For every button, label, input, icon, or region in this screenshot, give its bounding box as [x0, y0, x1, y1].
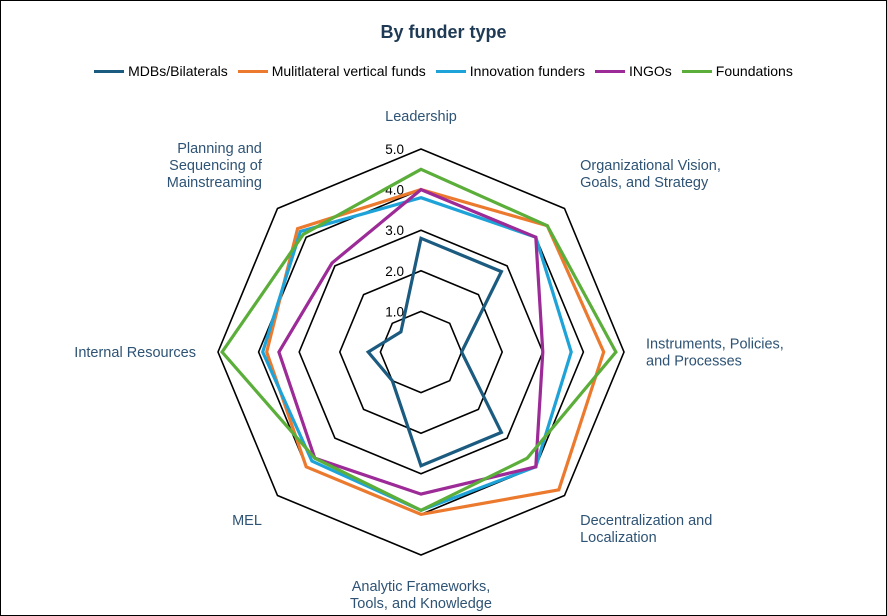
axis-label: Leadership: [385, 109, 457, 125]
axis-label: MEL: [232, 513, 262, 529]
grid-ring: [338, 269, 504, 435]
legend-item: INGOs: [595, 63, 672, 79]
series-line: [220, 167, 618, 513]
grid-ring: [379, 310, 463, 394]
axis-label-line: Tools, and Knowledge: [350, 596, 492, 612]
tick-label: 3.0: [385, 223, 404, 238]
axis-label-line: Localization: [580, 530, 657, 546]
axis-label: Instruments, Policies,and Processes: [646, 337, 784, 370]
grid-ring: [217, 148, 625, 556]
axis-label-line: Planning and: [177, 141, 262, 157]
axis-label-line: Goals, and Strategy: [580, 175, 709, 191]
tick-label: 5.0: [385, 142, 404, 157]
series-line: [277, 187, 545, 496]
legend-item: MDBs/Bilaterals: [94, 63, 228, 79]
legend-item: Mulitlateral vertical funds: [237, 63, 426, 79]
legend-swatch: [681, 69, 712, 73]
legend: MDBs/Bilaterals Mulitlateral vertical fun…: [0, 63, 887, 79]
axis-label-line: Analytic Frameworks,: [352, 579, 491, 595]
axis-label: Organizational Vision,Goals, and Strateg…: [580, 158, 721, 191]
legend-item: Foundations: [681, 63, 793, 79]
axis-label-line: Decentralization and: [580, 513, 712, 529]
legend-label: Innovation funders: [469, 63, 585, 79]
axis-label-line: MEL: [232, 513, 262, 529]
axis-label: Analytic Frameworks,Tools, and Knowledge: [350, 579, 492, 612]
legend-label: Foundations: [715, 63, 793, 79]
legend-label: MDBs/Bilaterals: [128, 63, 228, 79]
legend-item: Innovation funders: [435, 63, 585, 79]
tick-label: 2.0: [385, 264, 404, 279]
chart-title: By funder type: [380, 22, 507, 42]
legend-label: Mulitlateral vertical funds: [271, 63, 426, 79]
axis-label-line: Internal Resources: [74, 345, 196, 361]
axis-label: Internal Resources: [74, 345, 196, 361]
legend-swatch: [94, 69, 125, 73]
legend-swatch: [435, 69, 466, 73]
legend-swatch: [595, 69, 625, 73]
grid-ring: [298, 229, 544, 475]
legend-label: INGOs: [629, 63, 672, 79]
axis-label-line: Mainstreaming: [167, 175, 262, 191]
series-line: [365, 236, 504, 468]
axis-label-line: Instruments, Policies,: [646, 337, 784, 353]
series-line: [260, 196, 573, 513]
axis-label-line: Organizational Vision,: [580, 158, 721, 174]
legend-swatch: [237, 69, 268, 73]
axis-label-line: Sequencing of: [169, 158, 263, 174]
axis-label-line: and Processes: [646, 354, 742, 370]
axis-label-line: Leadership: [385, 109, 457, 125]
tick-label: 1.0: [385, 304, 404, 319]
